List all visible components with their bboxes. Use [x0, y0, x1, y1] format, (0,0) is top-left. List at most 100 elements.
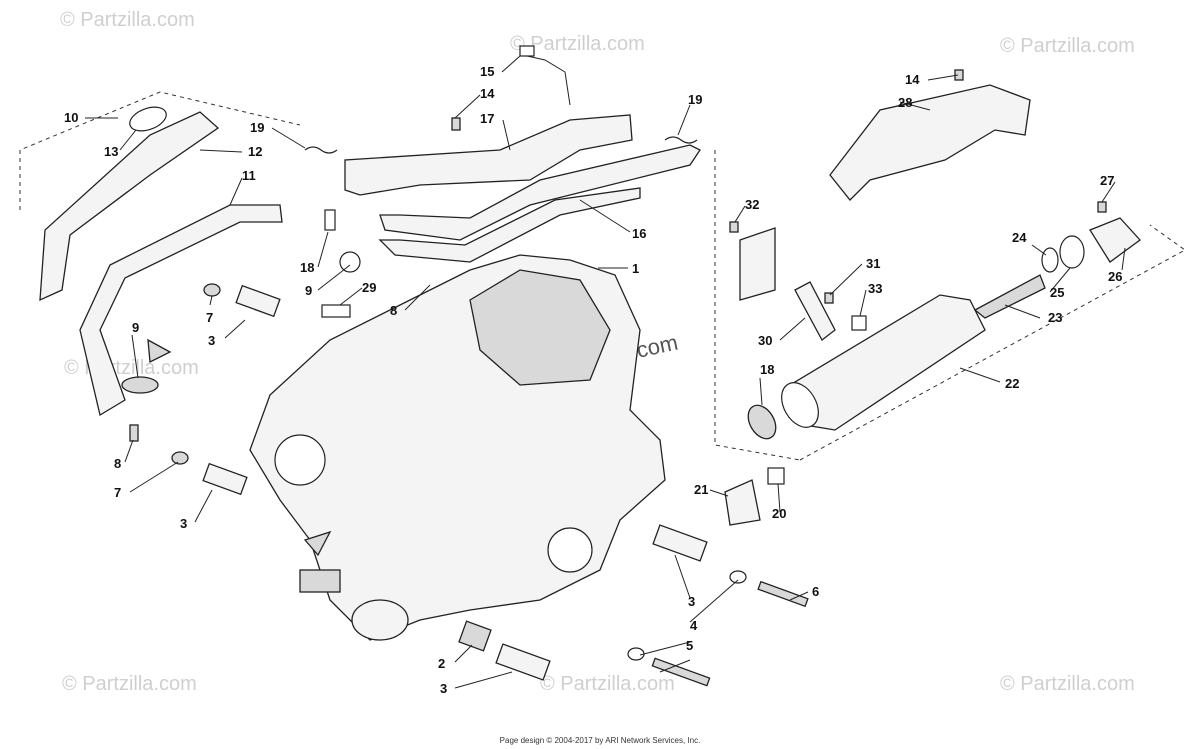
callout-3-bottom[interactable]: 3 — [440, 681, 447, 696]
callout-11[interactable]: 11 — [242, 168, 256, 183]
leader-24 — [1031, 244, 1047, 256]
callout-13[interactable]: 13 — [104, 144, 118, 159]
leader-18b — [759, 377, 763, 406]
callout-7-lower[interactable]: 7 — [114, 485, 121, 500]
exhaust-pipe-16b — [378, 187, 641, 263]
callout-10[interactable]: 10 — [64, 110, 78, 125]
callout-4-lower[interactable]: 4 — [690, 618, 698, 633]
callout-29[interactable]: 29 — [362, 280, 376, 295]
washer-4-bottom — [627, 647, 645, 661]
spring-19-left — [304, 146, 338, 154]
callout-21[interactable]: 21 — [694, 482, 708, 497]
gasket-18-muffler — [747, 404, 777, 440]
callout-32[interactable]: 32 — [745, 197, 759, 212]
bolt-32 — [729, 221, 739, 233]
callout-18-top[interactable]: 18 — [300, 260, 314, 275]
callout-14-top[interactable]: 14 — [480, 86, 495, 101]
leader-22 — [959, 367, 1001, 383]
callout-31[interactable]: 31 — [866, 256, 880, 271]
callout-12[interactable]: 12 — [248, 144, 262, 159]
callout-8-engine[interactable]: 8 — [390, 303, 397, 318]
callout-6[interactable]: 6 — [812, 584, 819, 599]
clamp-13 — [129, 106, 167, 132]
callout-30[interactable]: 30 — [758, 333, 772, 348]
leader-3b — [194, 489, 213, 523]
bolt-31 — [824, 292, 834, 304]
callout-2[interactable]: 2 — [438, 656, 445, 671]
callout-20[interactable]: 20 — [772, 506, 786, 521]
sensor-15-wire — [526, 55, 571, 106]
callout-25[interactable]: 25 — [1050, 285, 1064, 300]
engine-crank-cover — [547, 527, 593, 573]
spacer-2 — [458, 620, 492, 652]
leader-9a — [131, 334, 139, 379]
mount-3-upper — [235, 284, 281, 318]
callout-15[interactable]: 15 — [480, 64, 494, 79]
callout-3-upper-left[interactable]: 3 — [208, 333, 215, 348]
callout-9-top[interactable]: 9 — [305, 283, 312, 298]
arrow-marker-left — [147, 338, 172, 364]
mount-3-bottom — [495, 643, 551, 681]
callout-28[interactable]: 28 — [898, 95, 912, 110]
bushing-33 — [851, 315, 867, 331]
bolt-8-left — [129, 424, 139, 442]
leader-3d — [454, 671, 513, 689]
mount-3-right — [652, 524, 708, 562]
callout-19-right[interactable]: 19 — [688, 92, 702, 107]
callout-19-left[interactable]: 19 — [250, 120, 264, 135]
callout-24[interactable]: 24 — [1012, 230, 1027, 245]
callout-17[interactable]: 17 — [480, 111, 494, 126]
leader-15 — [501, 55, 521, 73]
end-cap-26 — [1089, 217, 1141, 263]
watermark-bottom-right: © Partzilla.com — [1000, 673, 1135, 695]
leader-9b — [317, 264, 351, 291]
leader-17 — [502, 119, 511, 151]
gasket-9-left — [121, 376, 159, 394]
callout-14-shield[interactable]: 14 — [905, 72, 920, 87]
callout-1[interactable]: 1 — [632, 261, 639, 276]
leader-29 — [339, 287, 363, 306]
leader-2 — [454, 644, 473, 663]
callout-9-left[interactable]: 9 — [132, 320, 139, 335]
callout-5-label[interactable]: 5 — [686, 638, 693, 653]
bolt-6 — [757, 580, 809, 608]
leader-19a — [271, 127, 306, 149]
watermark-top-center: © Partzilla.com — [510, 33, 645, 55]
exhaust-pipe-16 — [379, 144, 701, 241]
leader-27 — [1101, 181, 1116, 203]
leader-30 — [779, 317, 806, 341]
heat-shield-12 — [39, 111, 220, 302]
leader-26 — [1121, 247, 1126, 271]
callout-3-right[interactable]: 3 — [688, 594, 695, 609]
callout-23[interactable]: 23 — [1048, 310, 1062, 325]
label-29 — [321, 304, 351, 318]
leader-7a — [209, 295, 213, 306]
callout-22[interactable]: 22 — [1005, 376, 1019, 391]
callout-16[interactable]: 16 — [632, 226, 646, 241]
leader-8a — [124, 439, 134, 463]
callout-18-muffler[interactable]: 18 — [760, 362, 774, 377]
spark-arrestor-23 — [973, 274, 1046, 319]
gasket-25 — [1059, 235, 1085, 269]
gasket-18-ring — [339, 251, 361, 273]
leader-14b — [927, 74, 959, 81]
sensor-15-plug — [519, 45, 535, 57]
leader-11 — [229, 177, 243, 206]
engine-cylinder-head — [469, 269, 611, 386]
callout-7-upper[interactable]: 7 — [206, 310, 213, 325]
callout-26[interactable]: 26 — [1108, 269, 1122, 284]
group-bracket-22 — [799, 224, 1186, 461]
nut-7-upper — [203, 283, 221, 297]
callout-33[interactable]: 33 — [868, 281, 882, 296]
callout-27[interactable]: 27 — [1100, 173, 1114, 188]
leader-31 — [829, 263, 863, 296]
callout-3-lower-left[interactable]: 3 — [180, 516, 187, 531]
bracket-30 — [794, 281, 836, 341]
bolt-14-top — [451, 117, 461, 131]
callout-8-left[interactable]: 8 — [114, 456, 121, 471]
heat-shield-28 — [829, 84, 1031, 201]
leader-32 — [734, 205, 746, 223]
watermark-bottom-left: © Partzilla.com — [62, 673, 197, 695]
gasket-18-top — [324, 209, 336, 231]
